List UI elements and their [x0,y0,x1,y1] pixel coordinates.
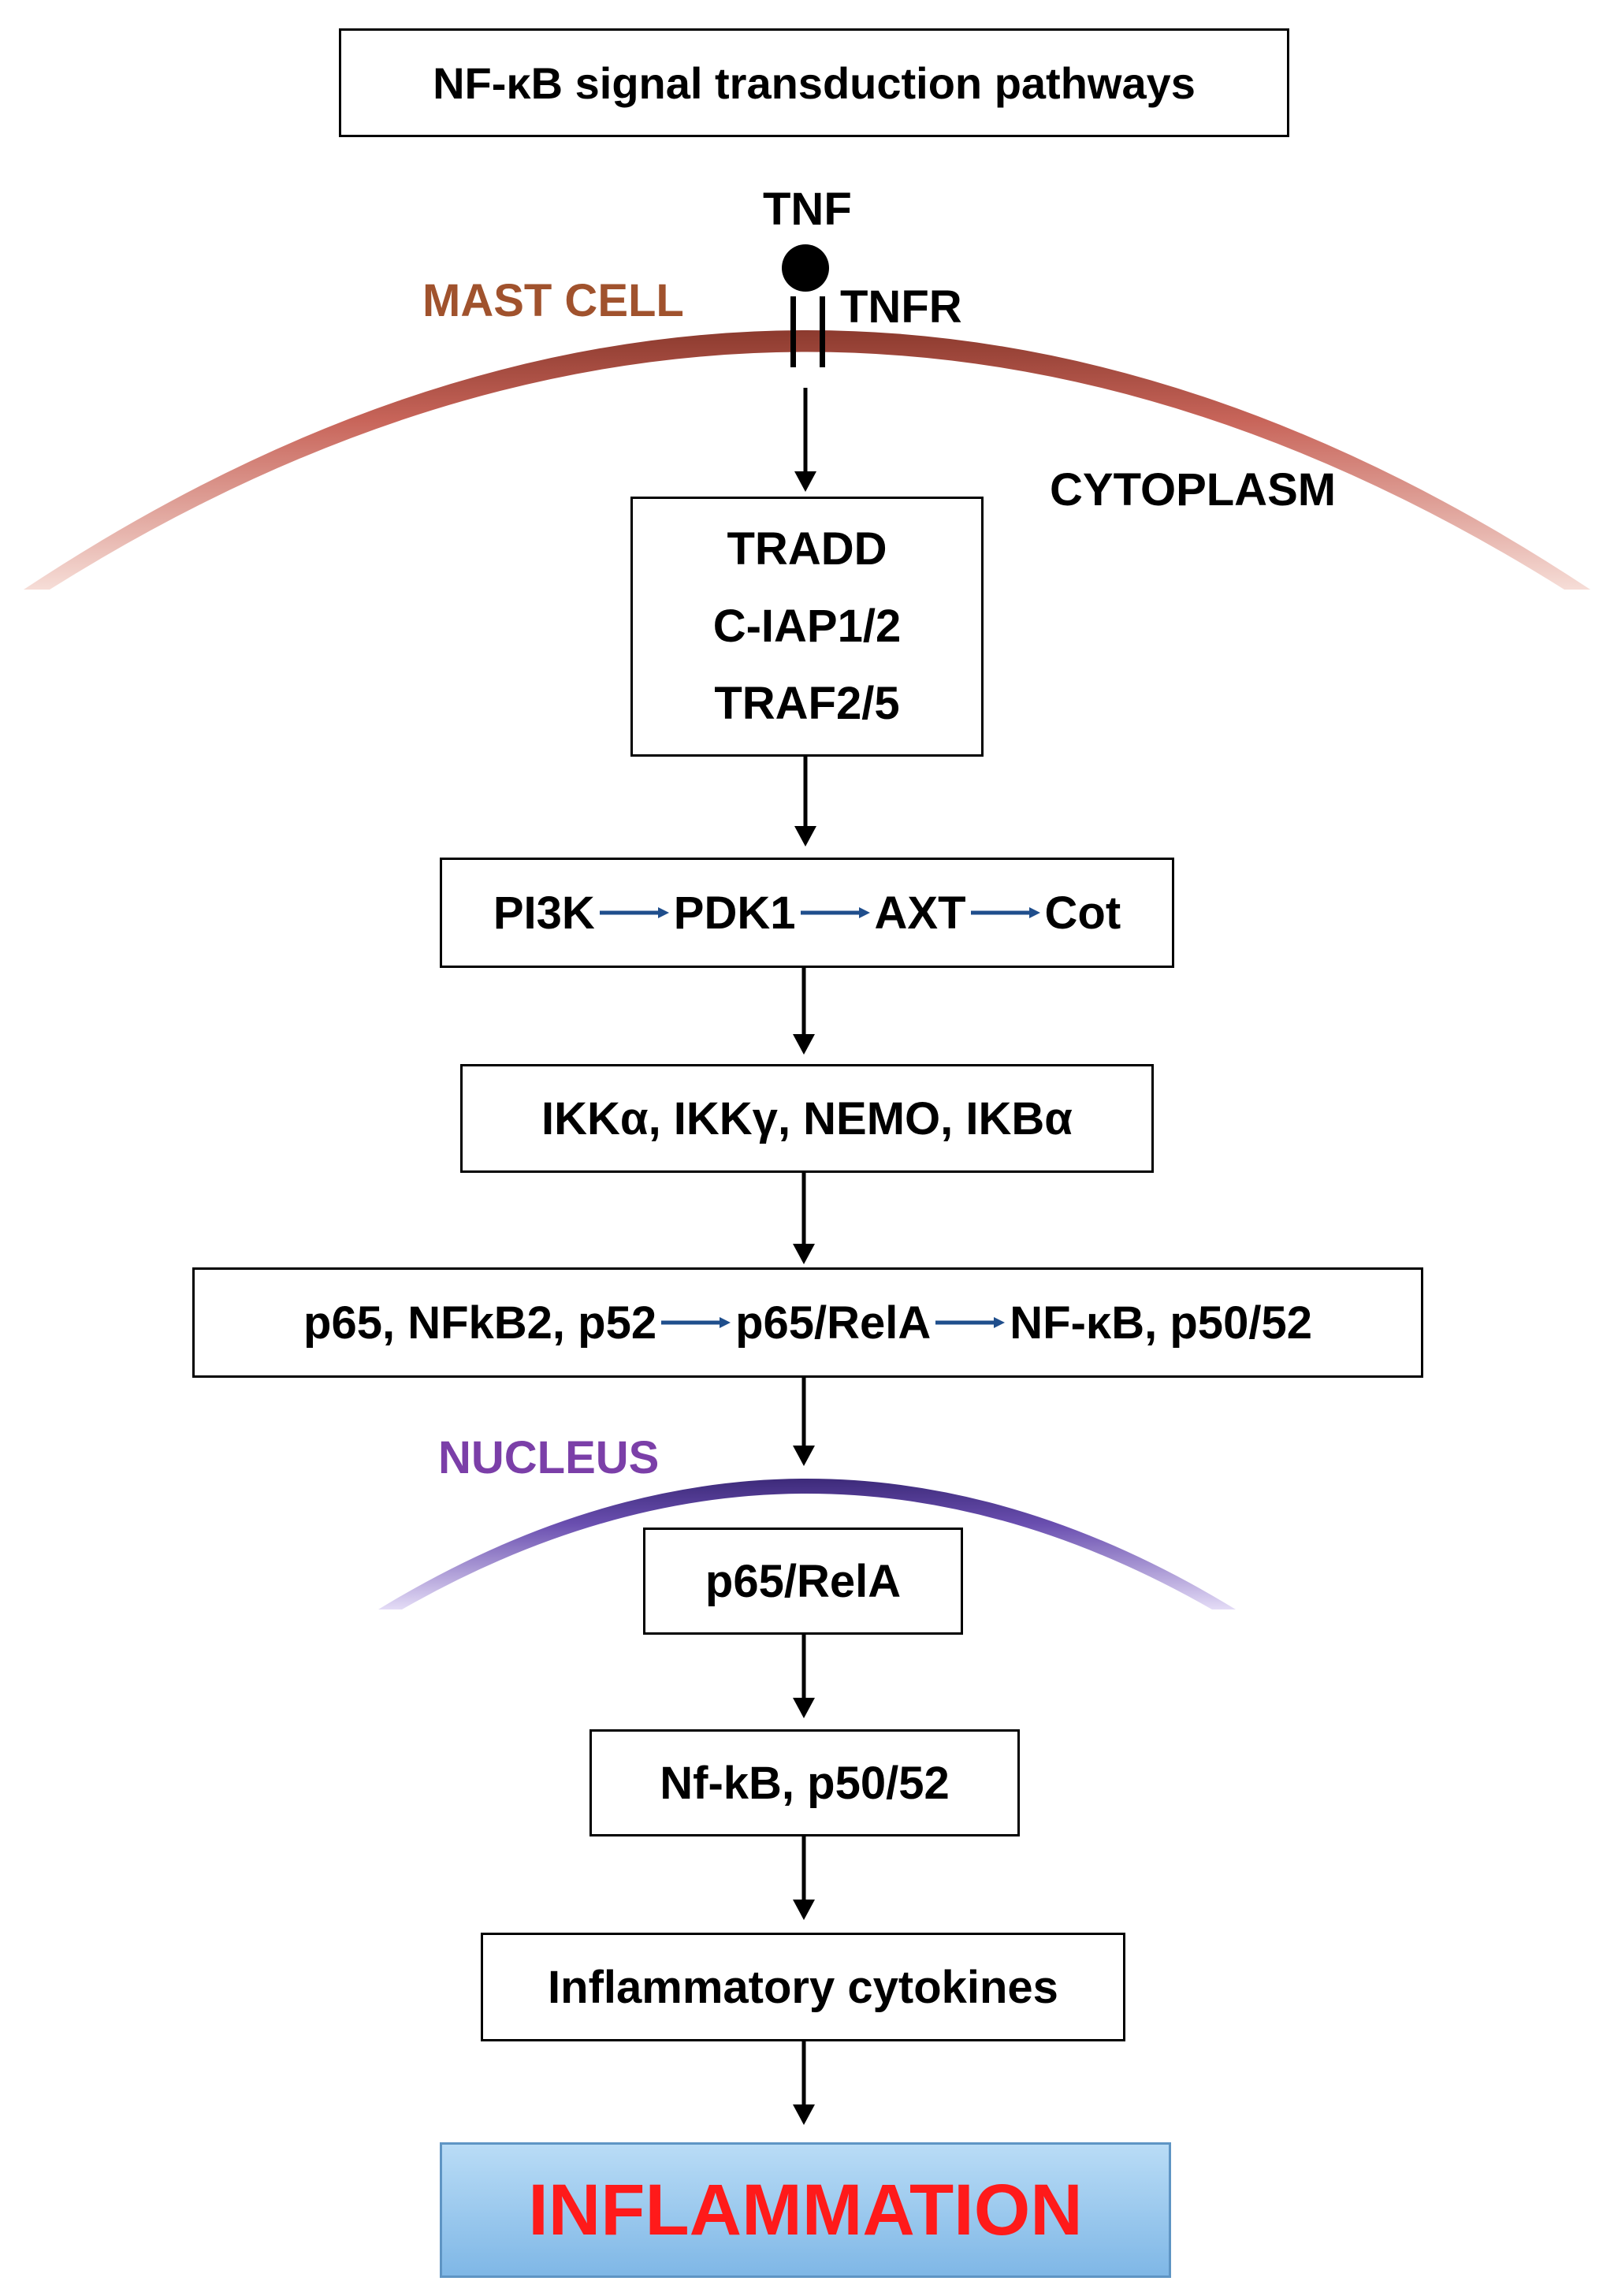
p65-rela-label: p65/RelA [735,1297,932,1349]
nucleus-membrane [378,1479,1236,1609]
arrow-right-icon [935,1317,1006,1328]
cytoplasm-label: CYTOPLASM [1050,464,1337,515]
arrowhead [793,1698,815,1718]
cytokines-box: Inflammatory cytokines [481,1933,1125,2041]
arrow-right-icon [800,907,870,918]
arrowhead [793,1034,815,1055]
tnf-ligand [782,244,829,292]
nfkb-p50-52-label: NF-κB, p50/52 [1010,1297,1312,1349]
nuclear-rela-box: p65/RelA [643,1528,963,1635]
adaptor-complex-box: TRADD C-IAP1/2 TRAF2/5 [630,497,984,757]
nuclear-nfkb-box: Nf-kB, p50/52 [589,1729,1020,1836]
arrowhead [794,826,816,847]
mast-cell-label: MAST CELL [422,275,684,326]
inflammation-box: INFLAMMATION [440,2142,1171,2278]
tradd-label: TRADD [727,523,887,575]
arrowhead [793,1446,815,1466]
arrow-right-icon [661,1317,731,1328]
page-title: NF-κB signal transduction pathways [433,58,1196,108]
kinase-cascade-box: PI3K PDK1 AXT Cot [440,858,1174,968]
nfkb-activation-box: p65, NFkB2, p52 p65/RelA NF-κB, p50/52 [192,1267,1423,1378]
arrowhead [793,1244,815,1264]
tnfr-receptor-left [790,296,796,367]
nuclear-nfkb-label: Nf-kB, p50/52 [660,1757,950,1809]
arrow-right-icon [970,907,1040,918]
arrowhead [793,2104,815,2125]
tnf-label: TNF [763,184,852,235]
nucleus-label: NUCLEUS [438,1432,660,1483]
arrow-right-icon [599,907,669,918]
inflammation-label: INFLAMMATION [528,2169,1083,2250]
arrowhead [793,1900,815,1920]
ikk-complex-box: IKKα, IKKγ, NEMO, IKBα [460,1064,1154,1173]
ciap-label: C-IAP1/2 [712,601,902,652]
title-box: NF-κB signal transduction pathways [339,28,1289,137]
cytokines-label: Inflammatory cytokines [548,1961,1058,2013]
cot-label: Cot [1044,887,1121,939]
pdk1-label: PDK1 [673,887,796,939]
axt-label: AXT [874,887,966,939]
nuclear-rela-label: p65/RelA [705,1555,902,1607]
ikk-label: IKKα, IKKγ, NEMO, IKBα [541,1092,1073,1144]
traf-label: TRAF2/5 [714,678,900,729]
p65-nfkb2-p52-label: p65, NFkB2, p52 [303,1297,657,1349]
tnfr-receptor-right [820,296,825,367]
cell-membrane [24,330,1590,590]
tnfr-label: TNFR [840,281,962,333]
arrowhead [794,471,816,492]
pi3k-label: PI3K [493,887,595,939]
